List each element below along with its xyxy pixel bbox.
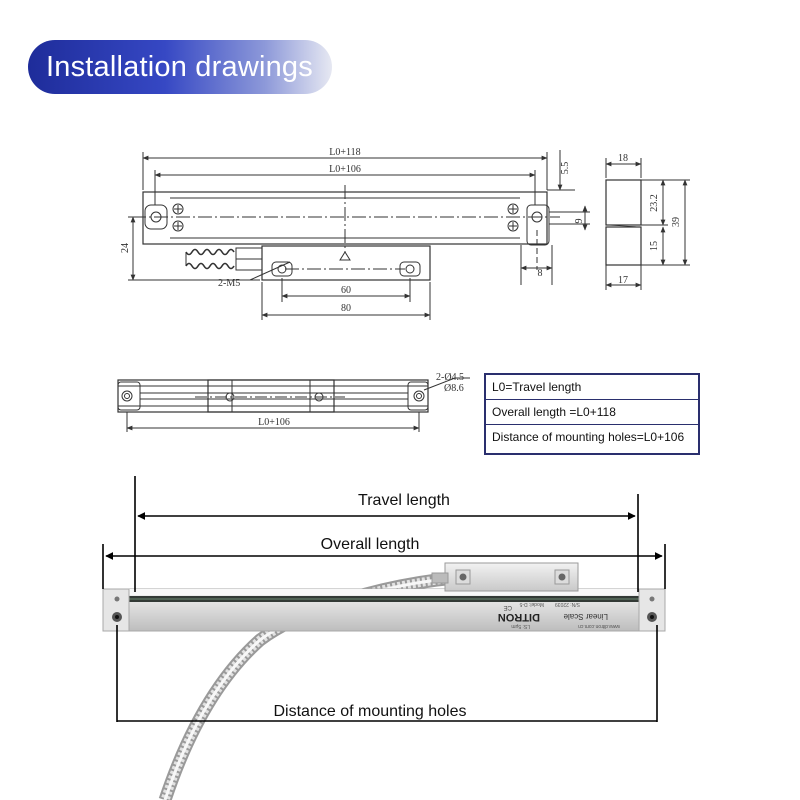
product-label: Linear Scale [563,612,608,621]
ce-mark: CE [504,604,512,610]
marking-model: Model: D-5 [519,601,544,607]
side-total-height-label: 39 [671,217,682,227]
hole-spec-label-1: 2-Ø4.5 [436,372,464,383]
marking-serial: S/N: 22039 [555,601,580,607]
page-title: Installation drawings [46,51,313,83]
scale-photo-markings: DITRON Linear Scale Model: D-5 S/N: 2203… [498,601,620,629]
photo-dimensions [102,476,666,722]
scale-photo [102,562,666,800]
height-dim-label: 24 [120,243,131,253]
end-width-dim-label: 8 [538,268,543,279]
mounting-holes-label: Distance of mounting holes [274,703,467,720]
front-view-labels: L0+106 2-Ø4.5 Ø8.6 [258,372,464,428]
travel-length-label: Travel length [358,492,450,509]
front-view-drawing [117,377,470,432]
legend-row-overall: Overall length =L0+118 [486,400,698,425]
reader-hole-dim-label: 60 [341,285,351,296]
title-banner [28,40,332,94]
top-view-dimension-labels: L0+118 L0+106 24 5.5 2-M5 60 80 9 8 [120,147,585,314]
photo-dimension-labels: Travel length Overall length Distance of… [274,492,467,720]
hole-spec-label-2: Ø8.6 [444,383,464,394]
side-view-dimension-labels: 18 17 23.2 15 39 [618,153,682,286]
legend-row-holes: Distance of mounting holes=L0+106 [492,430,685,444]
offset-dim-label: 5.5 [560,162,571,175]
side-view-drawing [605,158,690,290]
brand-label: DITRON [498,611,540,623]
marking-website: www.ditron.com.cn [578,623,620,629]
overall-length-label: Overall length [321,536,420,553]
end-height-dim-label: 9 [574,219,585,224]
side-top-width-label: 18 [618,153,628,164]
overall-dim-label: L0+118 [329,147,360,158]
side-lower-height-label: 15 [649,241,660,251]
side-bottom-width-label: 17 [618,275,628,286]
marking-resolution: LS: 5μm [511,623,530,629]
reader-length-dim-label: 80 [341,303,351,314]
top-view-drawing [128,150,590,320]
legend-table: L0=Travel length Overall length =L0+118 … [484,373,700,455]
side-upper-height-label: 23.2 [649,194,660,212]
front-holes-dim-label: L0+106 [258,417,290,428]
reader-screw-label: 2-M5 [218,278,240,289]
holes-dim-label: L0+106 [329,164,361,175]
legend-row-travel: L0=Travel length [486,375,698,400]
